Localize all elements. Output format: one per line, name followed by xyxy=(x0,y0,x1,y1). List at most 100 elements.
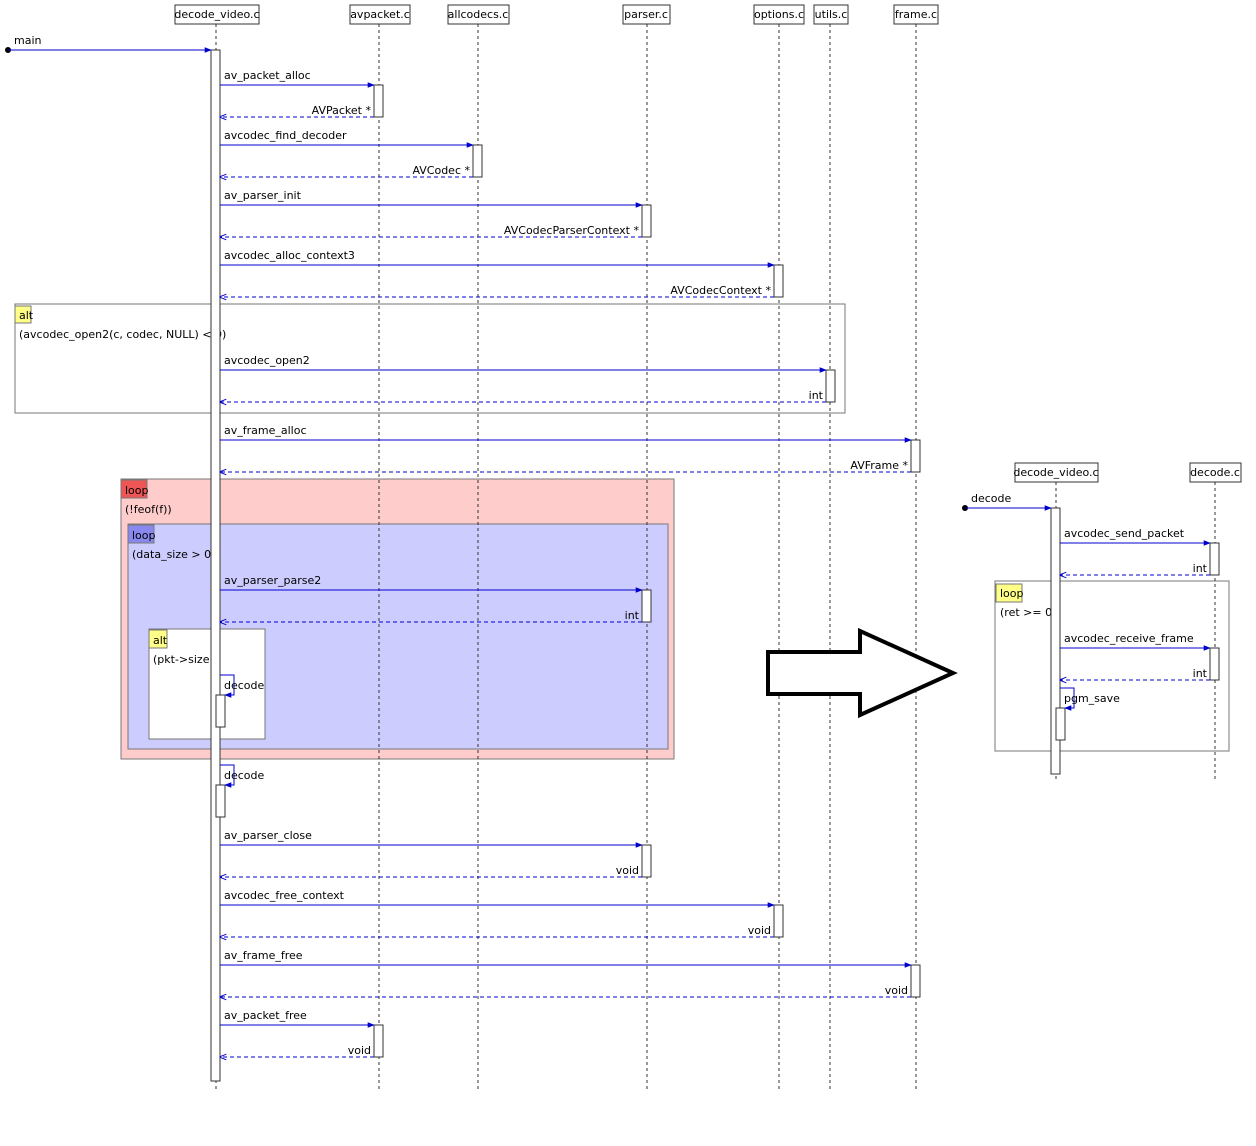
message-label: av_parser_parse2 xyxy=(224,574,321,587)
message-label: avcodec_receive_frame xyxy=(1064,632,1194,645)
return-label: AVCodecParserContext * xyxy=(504,224,640,237)
lifeline-frame: frame.c xyxy=(893,4,939,1090)
message-label: av_packet_free xyxy=(224,1009,307,1022)
message-avcodec-free-context: avcodec_free_context void xyxy=(220,889,775,937)
message-label: av_frame_free xyxy=(224,949,303,962)
activation-bar xyxy=(641,844,652,878)
activation-bar xyxy=(1055,707,1066,741)
activation-bar xyxy=(210,49,221,1082)
message-av-frame-alloc: av_frame_alloc AVFrame * xyxy=(220,424,912,472)
lifeline-label: decode.c xyxy=(1190,466,1240,479)
fragment-guard: (data_size > 0) xyxy=(132,548,215,561)
activation-bar xyxy=(373,84,384,118)
fragment-guard: (pkt->size) xyxy=(153,653,214,666)
return-label: AVPacket * xyxy=(312,104,372,117)
return-label: void xyxy=(616,864,639,877)
message-av-parser-init: av_parser_init AVCodecParserContext * xyxy=(220,189,643,237)
message-label: av_packet_alloc xyxy=(224,69,311,82)
return-label: int xyxy=(1193,562,1208,575)
message-avcodec-find-decoder: avcodec_find_decoder AVCodec * xyxy=(220,129,474,177)
activation-bar xyxy=(1209,542,1220,576)
big-right-arrow-icon xyxy=(766,627,958,719)
message-avcodec-alloc-context3: avcodec_alloc_context3 AVCodecContext * xyxy=(220,249,775,297)
lifeline-label: decode_video.c xyxy=(1013,466,1098,479)
message-label: av_frame_alloc xyxy=(224,424,307,437)
return-label: AVFrame * xyxy=(850,459,908,472)
right-activation-bars xyxy=(1050,507,1220,775)
return-label: int xyxy=(809,389,824,402)
activation-bar xyxy=(641,204,652,238)
activation-bar xyxy=(773,264,784,298)
activation-bar xyxy=(641,589,652,623)
activation-bar xyxy=(773,904,784,938)
alt-fragment-pkt-size: alt (pkt->size) xyxy=(148,628,266,740)
return-label: AVCodec * xyxy=(412,164,470,177)
fragment-guard: (!feof(f)) xyxy=(125,503,172,516)
activation-bar xyxy=(825,369,836,403)
fragment-kind: loop xyxy=(132,529,156,542)
self-message-pgm-save: pgm_save xyxy=(1060,687,1120,711)
alt-tag xyxy=(14,305,32,324)
message-label: decode xyxy=(224,769,265,782)
message-label: av_parser_close xyxy=(224,829,312,842)
loop-fragment-ret: loop (ret >= 0) xyxy=(994,580,1230,752)
message-label: avcodec_send_packet xyxy=(1064,527,1185,540)
activation-bar xyxy=(373,1024,384,1058)
message-av-packet-free: av_packet_free void xyxy=(220,1009,375,1057)
entry-message-decode: decode xyxy=(962,492,1052,511)
message-avcodec-send-packet: avcodec_send_packet int xyxy=(1060,527,1211,575)
lifeline-parser: parser.c xyxy=(622,4,671,1090)
message-label: avcodec_find_decoder xyxy=(224,129,347,142)
lifeline-label: utils.c xyxy=(815,8,848,21)
activation-bar xyxy=(910,439,921,473)
lifeline-label: decode_video.c xyxy=(174,8,259,21)
loop-tag xyxy=(995,583,1023,603)
return-label: void xyxy=(885,984,908,997)
message-label: pgm_save xyxy=(1064,692,1120,705)
message-avcodec-receive-frame: avcodec_receive_frame int xyxy=(1060,632,1211,680)
activation-bar xyxy=(910,964,921,998)
entry-message-main: main xyxy=(5,34,212,53)
activation-bar xyxy=(1050,507,1061,775)
message-av-packet-alloc: av_packet_alloc AVPacket * xyxy=(220,69,375,117)
lifeline-utils: utils.c xyxy=(813,4,849,1090)
message-label: avcodec_free_context xyxy=(224,889,345,902)
fragment-guard: (avcodec_open2(c, codec, NULL) < 0) xyxy=(19,328,226,341)
activation-bar xyxy=(215,694,226,728)
lifeline-label: options.c xyxy=(754,8,804,21)
lifeline-right-decode: decode.c xyxy=(1189,462,1242,782)
activation-bar xyxy=(1209,647,1220,681)
lifeline-label: frame.c xyxy=(895,8,937,21)
message-label: avcodec_open2 xyxy=(224,354,310,367)
fragment-guard: (ret >= 0) xyxy=(1000,606,1056,619)
self-message-decode-1: decode xyxy=(220,674,265,698)
message-label: av_parser_init xyxy=(224,189,302,202)
return-label: void xyxy=(348,1044,371,1057)
loop-tag xyxy=(120,479,148,499)
activation-bars xyxy=(210,49,921,1082)
return-label: void xyxy=(748,924,771,937)
fragment-kind: alt xyxy=(19,309,34,322)
message-av-frame-free: av_frame_free void xyxy=(220,949,912,997)
return-label: int xyxy=(1193,667,1208,680)
message-label: decode xyxy=(971,492,1012,505)
activation-bar xyxy=(472,144,483,178)
lifeline-label: avpacket.c xyxy=(350,8,410,21)
fragment-kind: loop xyxy=(125,484,149,497)
message-avcodec-open2: avcodec_open2 int xyxy=(220,354,827,402)
message-av-parser-parse2: av_parser_parse2 int xyxy=(220,574,643,622)
activation-bar xyxy=(215,784,226,818)
fragment-kind: alt xyxy=(153,634,168,647)
return-label: AVCodecContext * xyxy=(670,284,771,297)
message-label: main xyxy=(14,34,42,47)
message-label: decode xyxy=(224,679,265,692)
self-message-decode-2: decode xyxy=(220,764,265,788)
lifeline-label: parser.c xyxy=(624,8,668,21)
fragment-kind: loop xyxy=(1000,587,1024,600)
message-label: avcodec_alloc_context3 xyxy=(224,249,355,262)
alt-fragment-avcodec-open2: alt (avcodec_open2(c, codec, NULL) < 0) xyxy=(14,303,846,414)
lifeline-avpacket: avpacket.c xyxy=(349,4,411,1090)
lifeline-allcodecs: allcodecs.c xyxy=(447,4,510,1090)
lifeline-label: allcodecs.c xyxy=(448,8,509,21)
